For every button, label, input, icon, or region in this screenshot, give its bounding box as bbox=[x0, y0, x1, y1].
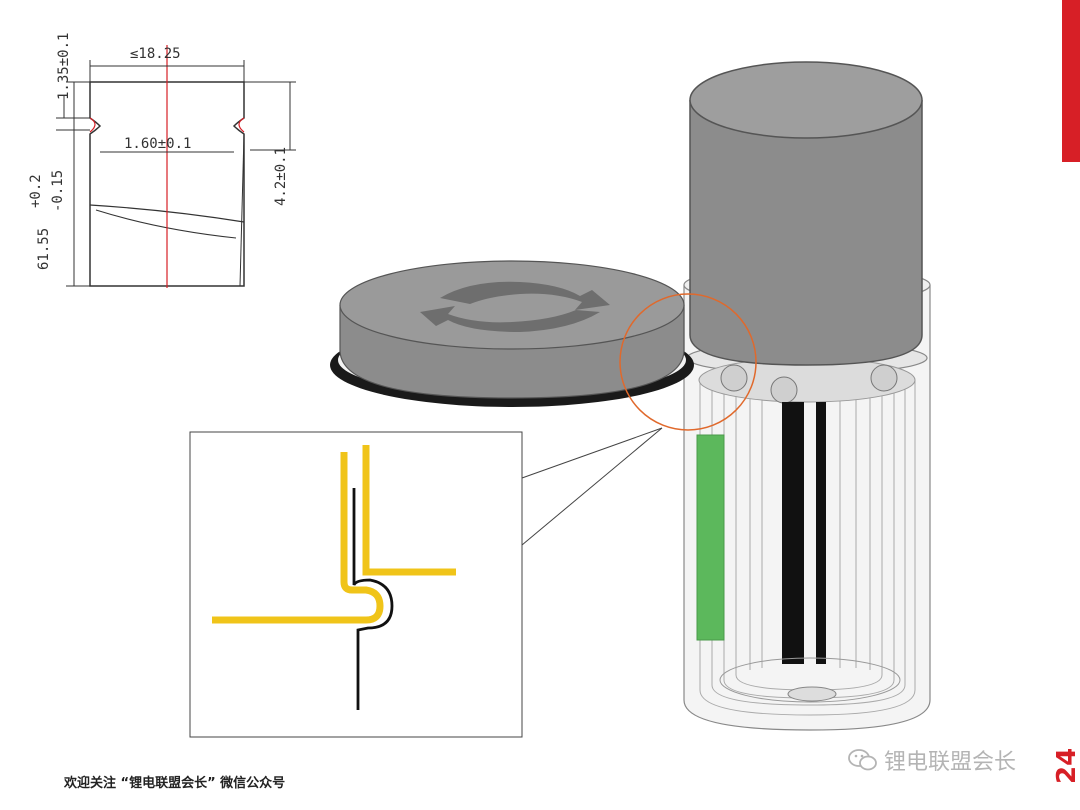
press-mold-cylinder bbox=[689, 61, 923, 366]
wechat-icon bbox=[848, 749, 877, 771]
callout-circle bbox=[619, 293, 757, 431]
dim-top-offset: 1.35±0.1 bbox=[56, 33, 72, 100]
dim-height-tol-plus: +0.2 bbox=[28, 174, 44, 208]
footer-text: 欢迎关注 “锂电联盟会长” 微信公众号 bbox=[64, 776, 286, 791]
dimension-drawing: ≤18.25 1.60±0.1 1.35±0.1 4.2±0.1 61.55 +… bbox=[28, 33, 296, 288]
watermark-text: 锂电联盟会长 bbox=[884, 750, 1017, 775]
battery-cap bbox=[330, 260, 694, 407]
dim-groove-depth: 4.2±0.1 bbox=[273, 147, 289, 206]
dim-height: 61.55 bbox=[36, 228, 52, 270]
dim-width: ≤18.25 bbox=[130, 46, 181, 62]
accent-bar bbox=[1062, 0, 1080, 162]
crimp-detail bbox=[212, 445, 456, 710]
dim-groove-width: 1.60±0.1 bbox=[124, 136, 191, 152]
dim-height-tol-minus: -0.15 bbox=[50, 170, 66, 212]
recycle-arrows-icon bbox=[420, 281, 610, 332]
detail-box bbox=[189, 431, 523, 738]
watermark: 锂电联盟会长 bbox=[848, 744, 1016, 776]
